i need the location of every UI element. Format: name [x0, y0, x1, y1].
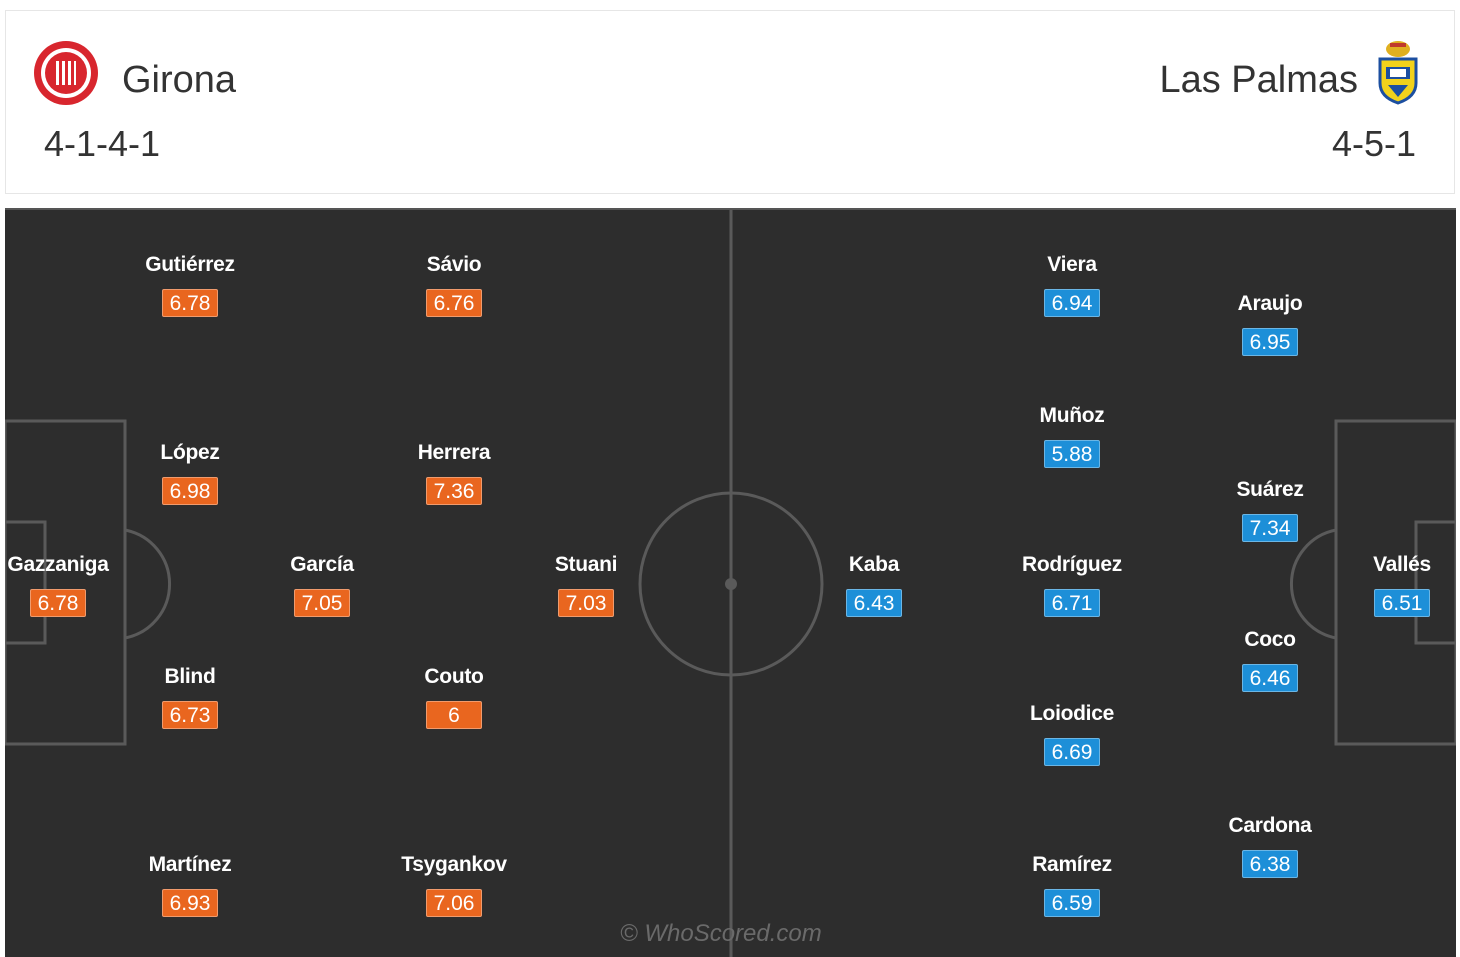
player-name: Muñoz — [1039, 404, 1105, 427]
player-name: Gutiérrez — [145, 253, 235, 276]
away-formation: 4-5-1 — [1331, 123, 1416, 164]
player-rating: 6.78 — [162, 289, 218, 317]
player-rating: 6.93 — [162, 889, 218, 917]
player-name: Vallés — [1373, 553, 1431, 576]
player-name: Ramírez — [1032, 853, 1112, 876]
player-rating: 6 — [426, 701, 482, 729]
pitch — [5, 208, 1456, 957]
away-team-name: Las Palmas — [1159, 59, 1358, 101]
player-name: Suárez — [1236, 478, 1304, 501]
player-rating: 6.46 — [1242, 664, 1298, 692]
player-rating: 6.98 — [162, 477, 218, 505]
player-rating: 6.71 — [1044, 589, 1100, 617]
player-rating: 7.03 — [558, 589, 614, 617]
pitch-markings — [5, 210, 1456, 957]
player-name: Martínez — [148, 853, 232, 876]
las-palmas-crest-icon — [1378, 41, 1418, 105]
player-rating: 7.06 — [426, 889, 482, 917]
player-rating: 6.51 — [1374, 589, 1430, 617]
player-name: Gazzaniga — [7, 553, 109, 576]
match-header: Girona 4-1-4-1 Las Palmas 4-5-1 — [5, 10, 1455, 194]
player-name: Coco — [1244, 628, 1296, 651]
player-rating: 6.95 — [1242, 328, 1298, 356]
player-name: Sávio — [426, 253, 482, 276]
player-name: Rodríguez — [1022, 553, 1122, 576]
player-rating: 7.36 — [426, 477, 482, 505]
player-name: Araujo — [1237, 292, 1303, 315]
girona-crest-icon — [34, 41, 98, 105]
player-name: Couto — [424, 665, 484, 688]
player-rating: 6.38 — [1242, 850, 1298, 878]
player-name: Cardona — [1228, 814, 1312, 837]
player-name: Blind — [164, 665, 216, 688]
player-rating: 6.76 — [426, 289, 482, 317]
player-rating: 6.43 — [846, 589, 902, 617]
player-rating: 6.94 — [1044, 289, 1100, 317]
player-rating: 7.34 — [1242, 514, 1298, 542]
watermark: © WhoScored.com — [620, 920, 822, 947]
player-name: Herrera — [417, 441, 491, 464]
player-name: López — [160, 441, 220, 464]
player-rating: 6.69 — [1044, 738, 1100, 766]
player-name: Viera — [1047, 253, 1097, 276]
player-name: García — [290, 553, 354, 576]
home-team-name: Girona — [122, 59, 237, 101]
player-name: Tsygankov — [401, 853, 507, 876]
player-rating: 6.73 — [162, 701, 218, 729]
player-rating: 6.78 — [30, 589, 86, 617]
home-formation: 4-1-4-1 — [44, 123, 161, 164]
player-name: Loiodice — [1030, 702, 1114, 725]
player-rating: 7.05 — [294, 589, 350, 617]
player-rating: 6.59 — [1044, 889, 1100, 917]
player-name: Kaba — [848, 553, 900, 576]
player-name: Stuani — [554, 553, 618, 576]
player-rating: 5.88 — [1044, 440, 1100, 468]
